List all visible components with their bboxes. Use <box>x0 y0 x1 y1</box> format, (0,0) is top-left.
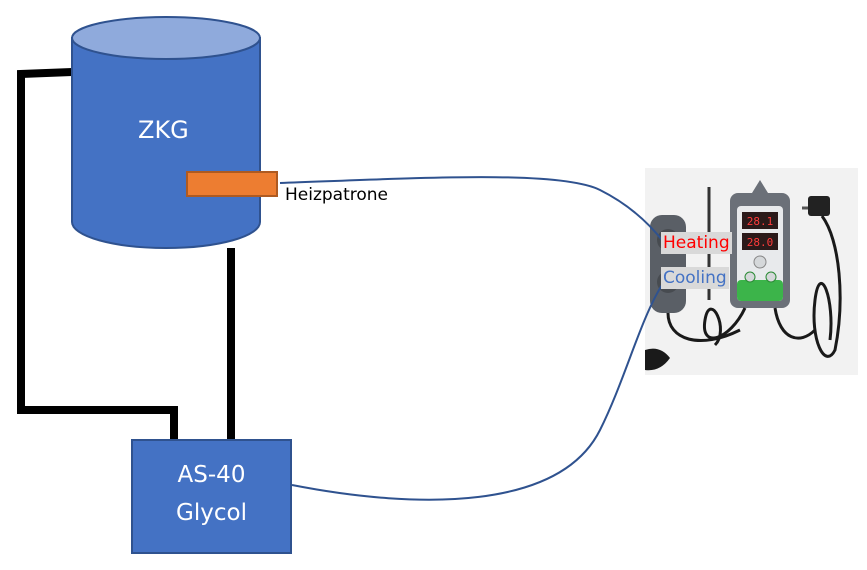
display-top-value: 28.1 <box>747 215 774 228</box>
chiller-label-line2: Glycol <box>176 500 247 526</box>
display-bottom <box>742 233 778 250</box>
cable-socket <box>666 307 817 343</box>
wire-chiller-to-cooling <box>291 284 663 501</box>
chiller-label-line1: AS-40 <box>177 462 246 488</box>
heating-label: Heating <box>661 232 732 254</box>
heater-label: Heizpatrone <box>285 185 389 205</box>
chiller-label: AS-40 Glycol <box>131 456 292 532</box>
cable-coil-right <box>812 215 842 358</box>
cooling-label: Cooling <box>661 267 729 289</box>
display-bottom-value: 28.0 <box>747 236 774 249</box>
tank-label: ZKG <box>138 116 189 144</box>
heater-cartridge[interactable] <box>186 171 278 197</box>
controller-corner-item <box>645 348 670 371</box>
cable-coil-left <box>703 307 747 347</box>
tank-top <box>71 16 261 60</box>
up-button[interactable] <box>744 271 756 283</box>
chiller-as40[interactable] <box>131 439 292 554</box>
set-button[interactable] <box>753 255 767 269</box>
wire-heater-to-heating <box>279 176 663 241</box>
controller-face-green <box>737 280 783 301</box>
pipe-return <box>17 68 178 442</box>
down-button[interactable] <box>765 271 777 283</box>
display-top <box>742 212 778 229</box>
power-plug <box>808 196 830 216</box>
controller-hanger <box>752 180 768 193</box>
